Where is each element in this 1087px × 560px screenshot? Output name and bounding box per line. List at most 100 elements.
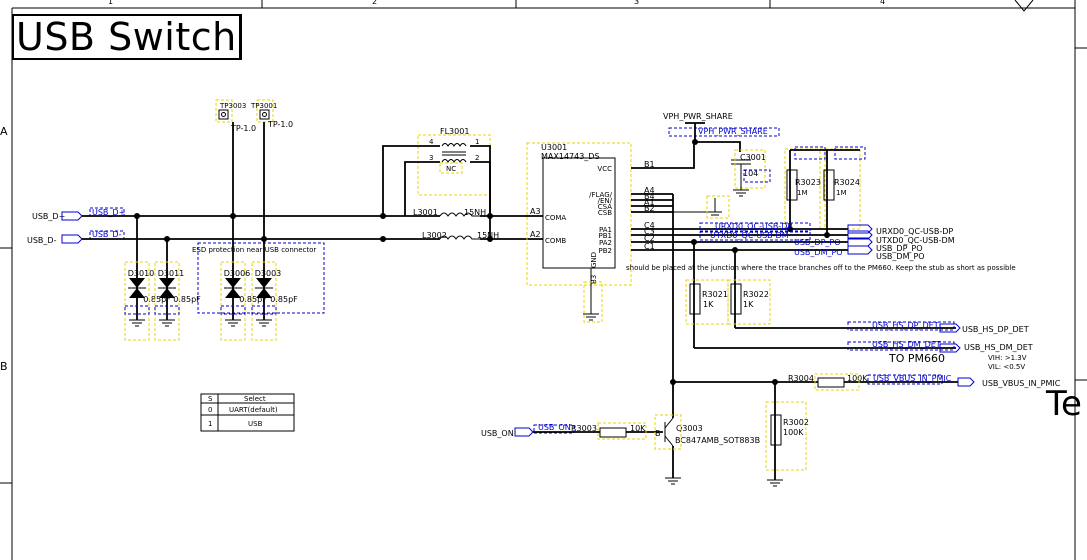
u3001-pin-num: A1 [644, 198, 655, 207]
vbus-divider: R3004 100K USB_VBUS_IN_PMIC USB_VBUS_IN_… [670, 373, 1061, 487]
table-row-1-select: USB [248, 420, 263, 428]
usb-on-wire-label: USB_ON [538, 423, 571, 432]
fl3001-nc: NC [446, 165, 456, 173]
esd-diode-ref: D3011 [158, 269, 185, 278]
table-header-select: Select [244, 395, 266, 403]
to-pm660-label: TO PM660 [888, 352, 945, 365]
data-wires [82, 122, 543, 242]
c3001-ref: C3001 [740, 153, 766, 162]
r3002-ref: R3002 [783, 418, 809, 427]
r3023-ref: R3023 [795, 178, 821, 187]
q3003-part: BC847AMB_SOT883B [675, 436, 760, 445]
u3001-pin-num: C3 [644, 227, 655, 236]
esd-diode-ref: D3010 [128, 269, 155, 278]
tp3001-ref: TP3001 [250, 102, 277, 110]
r3024-ref: R3024 [834, 178, 860, 187]
power-section: VPH_PWR_SHARE VPH_PWR_SHARE C3001 104 [631, 112, 780, 197]
u3001-pin-num: C1 [644, 242, 655, 251]
r3004-ref: R3004 [788, 374, 814, 383]
esd-diode-value: 0.85pF [270, 295, 298, 304]
u3001-pin-num: B2 [644, 204, 655, 213]
sheet-title: USB Switch [12, 14, 242, 60]
usb-dp-po-wire-label: USB_DP_PO [794, 238, 841, 247]
u3001-pin-name: VCC [597, 165, 612, 173]
tp3003-value: TP-1.0 [230, 124, 256, 133]
u3001-pin-num: B1 [644, 160, 655, 169]
stub-note: should be placed at the junction where t… [626, 264, 1016, 272]
svg-text:GND: GND [590, 252, 598, 268]
utxd0-wire-label: UTXD0_QC-USB-DM [710, 231, 789, 240]
usb-vbus-wire-label: USB_VBUS_IN_PMIC [873, 374, 952, 383]
transistor-section: USB_ON USB_ON R3003 10K B Q3003 BC847AMB… [481, 395, 760, 485]
esd-diode-value: 0.85pF [239, 295, 267, 304]
urxd0-net: URXD0_QC-USB-DP [876, 227, 953, 236]
zone-number-3: 3 [634, 0, 639, 6]
esd-diode: D3010 0.85pF [124, 261, 171, 341]
svg-text:B3: B3 [590, 275, 598, 284]
zone-letter-a: A [0, 125, 8, 138]
control-wiring [631, 193, 730, 395]
vih-threshold: VIH: >1.3V [988, 354, 1027, 362]
table-row-0-s: 0 [208, 406, 212, 414]
usb-hs-dm-det-wire-label: USB_HS_DM_DET [872, 340, 941, 349]
filter-fl3001: FL3001 4 1 3 2 NC [382, 127, 491, 239]
usb-dp-net: USB_D+ [32, 212, 65, 221]
esd-diode-value: 0.85pF [143, 295, 171, 304]
detect-resistors: R3021 1K R3022 1K USB_HS_DP_DET USB_HS_D… [685, 242, 1033, 371]
l3001-ref: L3001 [413, 208, 438, 217]
input-ports: USB_D+ USB_D+ USB_D- USB_D- [27, 207, 125, 245]
usb-hs-dm-det-net: USB_HS_DM_DET [964, 343, 1033, 352]
l3001-value: 15NH [464, 208, 486, 217]
usb-hs-dp-det-wire-label: USB_HS_DP_DET [872, 321, 939, 330]
u3001-pin-name: CSB [598, 209, 612, 217]
usb-hs-dp-det-net: USB_HS_DP_DET [962, 325, 1029, 334]
vph-pwr-net: VPH_PWR_SHARE [663, 112, 733, 121]
u3001-pin-name: PA2 [599, 239, 612, 247]
usb-dm-po-wire-label: USB_DM_PO [794, 248, 843, 257]
u3001-pin-num: C4 [644, 221, 655, 230]
title-block-fragment: Te [1045, 384, 1082, 424]
u3001-pin-num: B4 [644, 192, 655, 201]
r3002-value: 100K [783, 428, 804, 437]
tp3003-ref: TP3003 [219, 102, 246, 110]
test-points: TP3003 TP3001 TP-1.0 TP-1.0 [215, 99, 293, 133]
u3001-part: MAX14743_DS [541, 152, 600, 161]
urxd0-wire-label: URXD0_QC-USB-DP [715, 222, 792, 231]
r3022-ref: R3022 [743, 290, 769, 299]
c3001-value: 104 [743, 169, 758, 178]
r3021-ref: R3021 [702, 290, 728, 299]
esd-diode: D3006 0.85pF [220, 261, 267, 341]
q3003-base-pin: B [655, 429, 661, 438]
usb-dm-wire-label: USB_D- [92, 230, 122, 239]
esd-diode-ref: D3006 [224, 269, 251, 278]
esd-group: ESD protection near USB connector [136, 216, 325, 320]
inductors: L3001 15NH L3002 15NH [413, 208, 499, 240]
zone-number-2: 2 [372, 0, 377, 6]
r3004-value: 100K [847, 374, 868, 383]
svg-text:4: 4 [429, 138, 434, 146]
table-row-1-s: 1 [208, 420, 212, 428]
r3003-ref: R3003 [571, 424, 597, 433]
svg-text:COMB: COMB [545, 237, 566, 245]
r3021-value: 1K [703, 300, 714, 309]
esd-note: ESD protection near USB connector [192, 246, 316, 254]
zone-number-4: 4 [880, 0, 885, 6]
usb-dm-po-net: USB_DM_PO [876, 252, 925, 261]
u3001-ref: U3001 [541, 143, 567, 152]
esd-diodes: D30100.85pFD30110.85pFD30060.85pFD30030.… [124, 261, 298, 341]
r3022-value: 1K [743, 300, 754, 309]
svg-text:3: 3 [429, 154, 433, 162]
usb-dm-net: USB_D- [27, 236, 57, 245]
u3001-pin-name: /EN/ [598, 197, 613, 205]
u3001-pin-name: CSA [598, 203, 612, 211]
r3024-value: 1M [836, 189, 847, 197]
svg-text:2: 2 [475, 154, 479, 162]
table-header-s: S [208, 395, 213, 403]
zone-number-1: 1 [108, 0, 113, 6]
